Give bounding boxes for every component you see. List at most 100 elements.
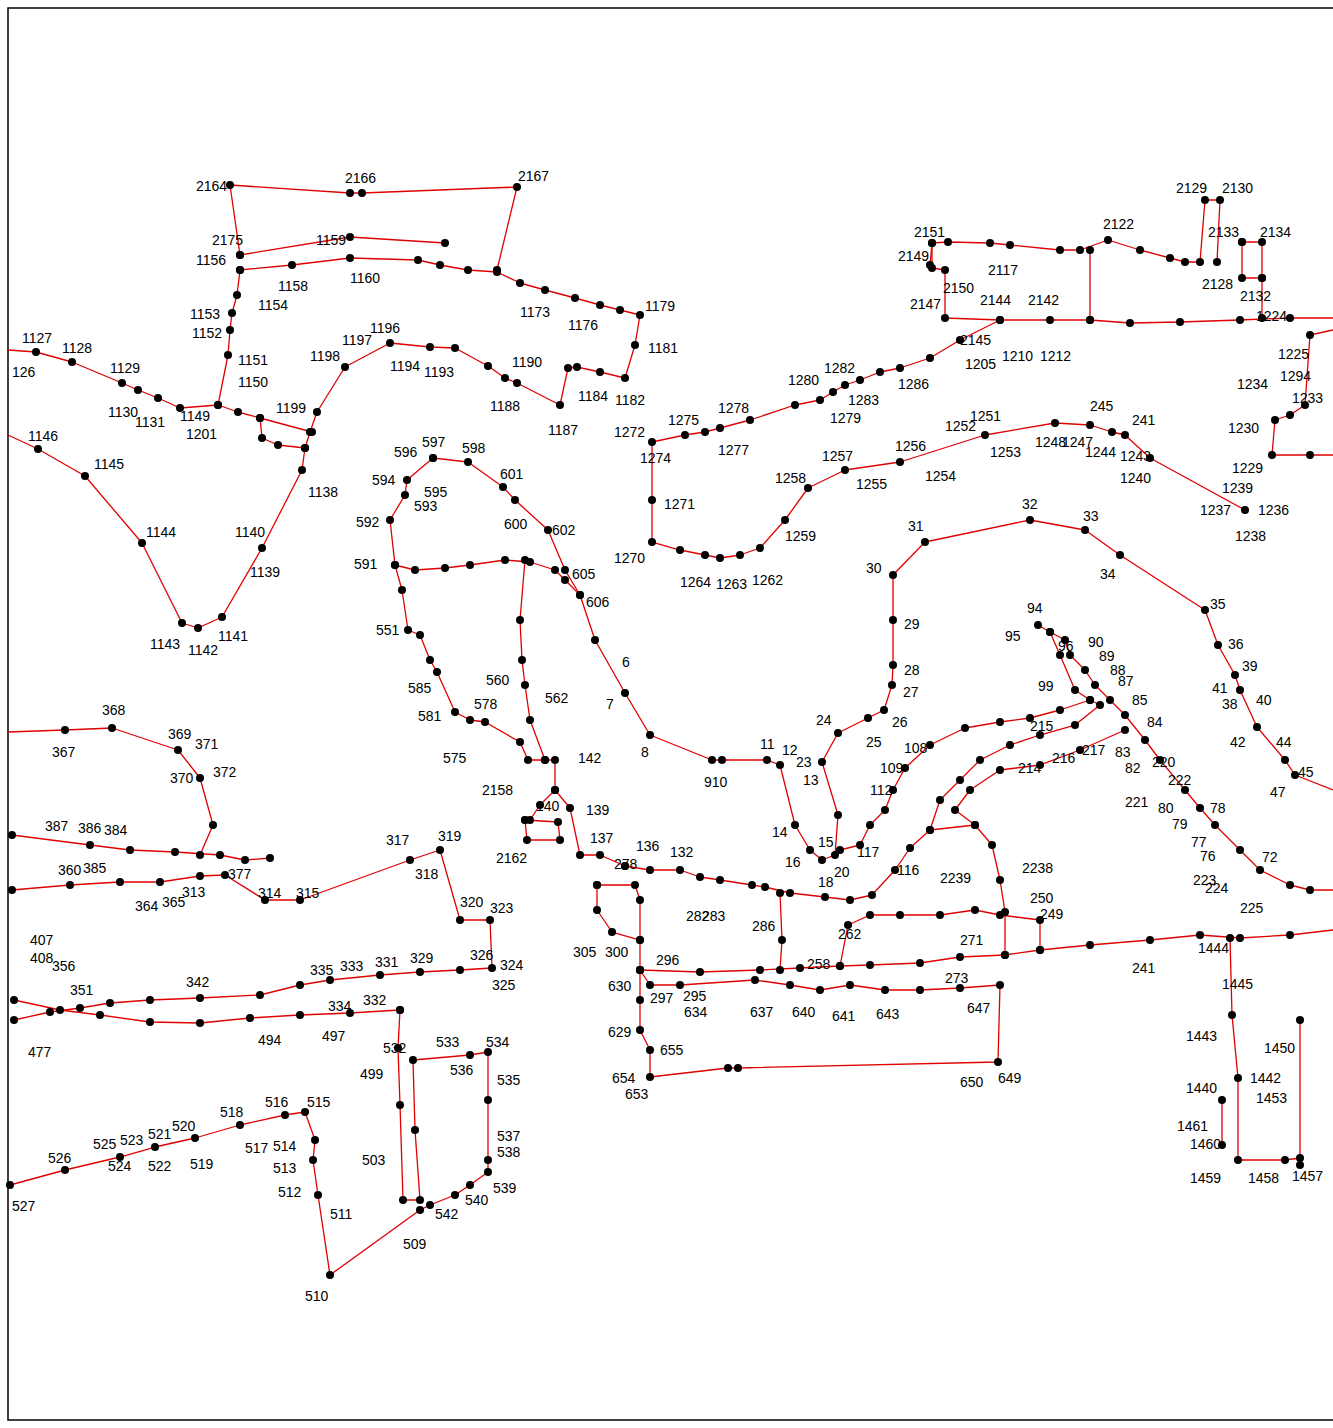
point-dot [1211, 821, 1219, 829]
point-dot [1238, 238, 1246, 246]
point-dot [1286, 931, 1294, 939]
point-dot [1086, 316, 1094, 324]
point-dot [516, 616, 524, 624]
point-dot [876, 368, 884, 376]
point-dot [921, 538, 929, 546]
point-number: 76 [1200, 848, 1216, 864]
point-dot [916, 959, 924, 967]
point-number: 2132 [1240, 288, 1271, 304]
point-dot [524, 756, 532, 764]
point-number: 40 [1256, 692, 1272, 708]
point-number: 1259 [785, 528, 816, 544]
point-dot [724, 1064, 732, 1072]
point-dot [398, 586, 406, 594]
point-number: 24 [816, 712, 832, 728]
point-number: 142 [578, 750, 601, 766]
point-dot [1236, 846, 1244, 854]
point-number: 18 [818, 874, 834, 890]
point-dot [146, 996, 154, 1004]
point-number: 2149 [898, 248, 929, 264]
point-number: 27 [903, 684, 919, 700]
point-dot [701, 551, 709, 559]
point-number: 39 [1242, 658, 1258, 674]
point-dot [1258, 274, 1266, 282]
point-number: 654 [612, 1070, 635, 1086]
point-number: 1176 [568, 317, 598, 333]
point-dot [881, 806, 889, 814]
point-dot [518, 656, 526, 664]
point-number: 1201 [186, 426, 217, 442]
point-dot [646, 1073, 654, 1081]
point-dot [386, 516, 394, 524]
point-number: 41 [1212, 680, 1228, 696]
point-dot [646, 731, 654, 739]
point-dot [346, 254, 354, 262]
point-dot [836, 846, 844, 854]
point-dot [414, 256, 422, 264]
point-dot [464, 266, 472, 274]
point-number: 592 [356, 514, 379, 530]
point-dot [214, 401, 222, 409]
point-number: 1282 [824, 360, 855, 376]
point-dot [411, 1126, 419, 1134]
point-number: 1230 [1228, 420, 1259, 436]
point-dot [648, 496, 656, 504]
point-number: 1254 [925, 468, 956, 484]
point-dot [466, 561, 474, 569]
point-number: 513 [273, 1160, 296, 1176]
point-dot [236, 251, 244, 259]
point-number: 1257 [822, 448, 853, 464]
point-dot [971, 821, 979, 829]
point-number: 1181 [648, 340, 678, 356]
point-number: 1197 [342, 332, 372, 348]
point-number: 581 [418, 708, 441, 724]
point-number: 1199 [276, 400, 306, 416]
point-number: 2164 [196, 178, 227, 194]
point-dot [301, 444, 309, 452]
point-number: 82 [1125, 760, 1141, 776]
point-dot [1196, 258, 1204, 266]
point-dot [1056, 246, 1064, 254]
point-number: 83 [1115, 744, 1131, 760]
point-dot [541, 756, 549, 764]
point-number: 524 [108, 1158, 131, 1174]
point-dot [781, 516, 789, 524]
point-dot [1006, 241, 1014, 249]
point-dot [61, 726, 69, 734]
point-dot [576, 591, 584, 599]
point-dot [1296, 1161, 1304, 1169]
point-number: 126 [12, 364, 35, 380]
point-dot [516, 738, 524, 746]
point-dot [298, 466, 306, 474]
point-dot [616, 306, 624, 314]
point-dot [296, 1011, 304, 1019]
point-dot [981, 431, 989, 439]
point-dot [551, 756, 559, 764]
point-number: 1145 [94, 456, 124, 472]
point-number: 1140 [235, 524, 265, 540]
point-number: 333 [340, 958, 363, 974]
point-dot [409, 1056, 417, 1064]
point-dot [226, 181, 234, 189]
point-dot [221, 871, 229, 879]
point-dot [889, 571, 897, 579]
point-dot [266, 854, 274, 862]
point-dot [513, 183, 521, 191]
point-dot [1126, 319, 1134, 327]
point-number: 335 [310, 962, 333, 978]
point-dot [1136, 246, 1144, 254]
point-number: 655 [660, 1042, 683, 1058]
point-dot [1036, 946, 1044, 954]
point-dot [906, 844, 914, 852]
point-number: 351 [70, 982, 93, 998]
point-dot [154, 394, 162, 402]
point-number: 499 [360, 1066, 383, 1082]
point-number: 295 [683, 988, 706, 1004]
point-dot [718, 756, 726, 764]
point-dot [971, 821, 979, 829]
point-dot [209, 821, 217, 829]
point-number: 602 [552, 522, 575, 538]
point-dot [308, 428, 316, 436]
point-dot [1071, 686, 1079, 694]
point-number: 94 [1027, 600, 1043, 616]
